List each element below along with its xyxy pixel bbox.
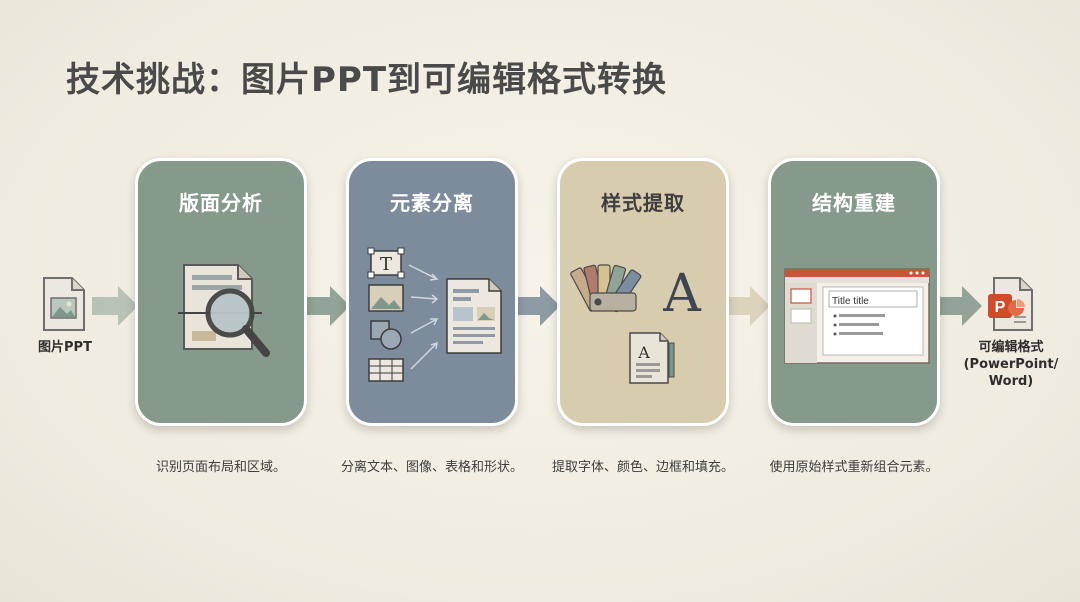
- step-card-layout-analysis: 版面分析: [135, 158, 307, 426]
- powerpoint-file-icon: P: [986, 276, 1036, 334]
- flow-arrow: [514, 284, 562, 328]
- slide-editor-icon: Title title: [771, 161, 943, 429]
- font-glyph: A: [662, 264, 702, 324]
- step-description: 分离文本、图像、表格和形状。: [332, 458, 532, 477]
- step-description: 提取字体、颜色、边框和填充。: [543, 458, 743, 477]
- step-description: 识别页面布局和区域。: [121, 458, 321, 477]
- powerpoint-badge: P: [995, 299, 1006, 316]
- step-card-structure-rebuild: 结构重建 Title title: [768, 158, 940, 426]
- style-extraction-icon: A A: [560, 161, 732, 429]
- output-label-line: (PowerPoint/: [958, 356, 1064, 373]
- document-font-glyph: A: [637, 343, 650, 362]
- output-label-line: Word): [958, 373, 1064, 390]
- document-magnifier-icon: [138, 161, 310, 429]
- text-tool-glyph: T: [380, 254, 392, 275]
- output-label-line: 可编辑格式: [958, 339, 1064, 356]
- step-description: 使用原始样式重新组合元素。: [754, 458, 954, 477]
- slide-title: 技术挑战：图片PPT到可编辑格式转换: [66, 52, 667, 101]
- flow-arrow: [304, 284, 352, 328]
- output-label: 可编辑格式 (PowerPoint/ Word): [958, 339, 1064, 390]
- image-document-icon: [40, 276, 88, 334]
- flow-arrow: [92, 284, 140, 328]
- slide-preview-title: Title title: [832, 296, 869, 307]
- input-label: 图片PPT: [22, 339, 108, 356]
- flow-arrow: [936, 284, 984, 328]
- step-card-style-extraction: 样式提取 A A: [557, 158, 729, 426]
- element-separation-icon: T: [349, 161, 521, 429]
- step-card-element-separation: 元素分离 T: [346, 158, 518, 426]
